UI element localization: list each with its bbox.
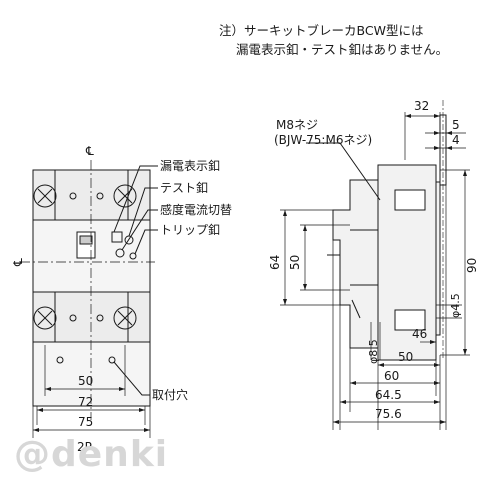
side-view [280, 100, 470, 430]
dim-side-46: 46 [412, 327, 427, 341]
centerline-symbol-top: ℄ [85, 144, 94, 158]
mounting-hole [56, 356, 64, 364]
callout-test-button: テスト釦 [160, 180, 208, 195]
dim-side-60: 60 [384, 369, 399, 383]
terminal-screw [33, 306, 57, 330]
top-terminal-block [32, 169, 151, 221]
screw-label: M8ネジ [276, 118, 318, 132]
dim-side-50: 50 [398, 350, 413, 364]
bottom-terminal-block [32, 291, 151, 343]
dim-side-4: 4 [452, 133, 460, 147]
leakage-indicator-button [111, 231, 123, 243]
dim-side-64-5: 64.5 [375, 388, 402, 402]
view-caption: 2P [77, 440, 92, 454]
callout-leakage-indicator: 漏電表示釦 [160, 158, 220, 173]
dim-side-90: 90 [465, 258, 479, 273]
dim-side-75-6: 75.6 [375, 407, 402, 421]
dim-front-72: 72 [78, 395, 93, 409]
dim-front-75: 75 [78, 415, 93, 429]
side-arrows [283, 114, 467, 424]
dim-side-phi-4-5: φ4.5 [449, 293, 462, 318]
screw-label-alt: (BJW-75:M6ネジ) [274, 133, 372, 147]
centerline-symbol-left: ℄ [11, 258, 25, 267]
terminal-screw [33, 184, 57, 208]
dim-side-64: 64 [268, 255, 282, 270]
callout-trip-button: トリップ釦 [160, 222, 220, 237]
sensitivity-switch [115, 248, 125, 258]
terminal-screw [113, 306, 137, 330]
dim-side-5: 5 [452, 118, 460, 132]
note-line-1: 注）サーキットブレーカBCW型には [219, 23, 424, 38]
mounting-hole [108, 356, 116, 364]
front-view [20, 160, 158, 438]
watermark-logo: @denki [14, 434, 169, 475]
front-arrows [33, 387, 150, 432]
callout-sensitivity-switch: 感度電流切替 [160, 202, 232, 217]
dim-front-50: 50 [78, 374, 93, 388]
dim-side-phi-8-5: φ8.5 [367, 339, 380, 364]
callout-mounting-hole: 取付穴 [152, 387, 188, 402]
trip-button [129, 252, 137, 260]
dim-side-50-vertical: 50 [288, 255, 302, 270]
note-line-2: 漏電表示釦・テスト釦はありません。 [236, 42, 449, 57]
dim-side-32: 32 [414, 99, 429, 113]
